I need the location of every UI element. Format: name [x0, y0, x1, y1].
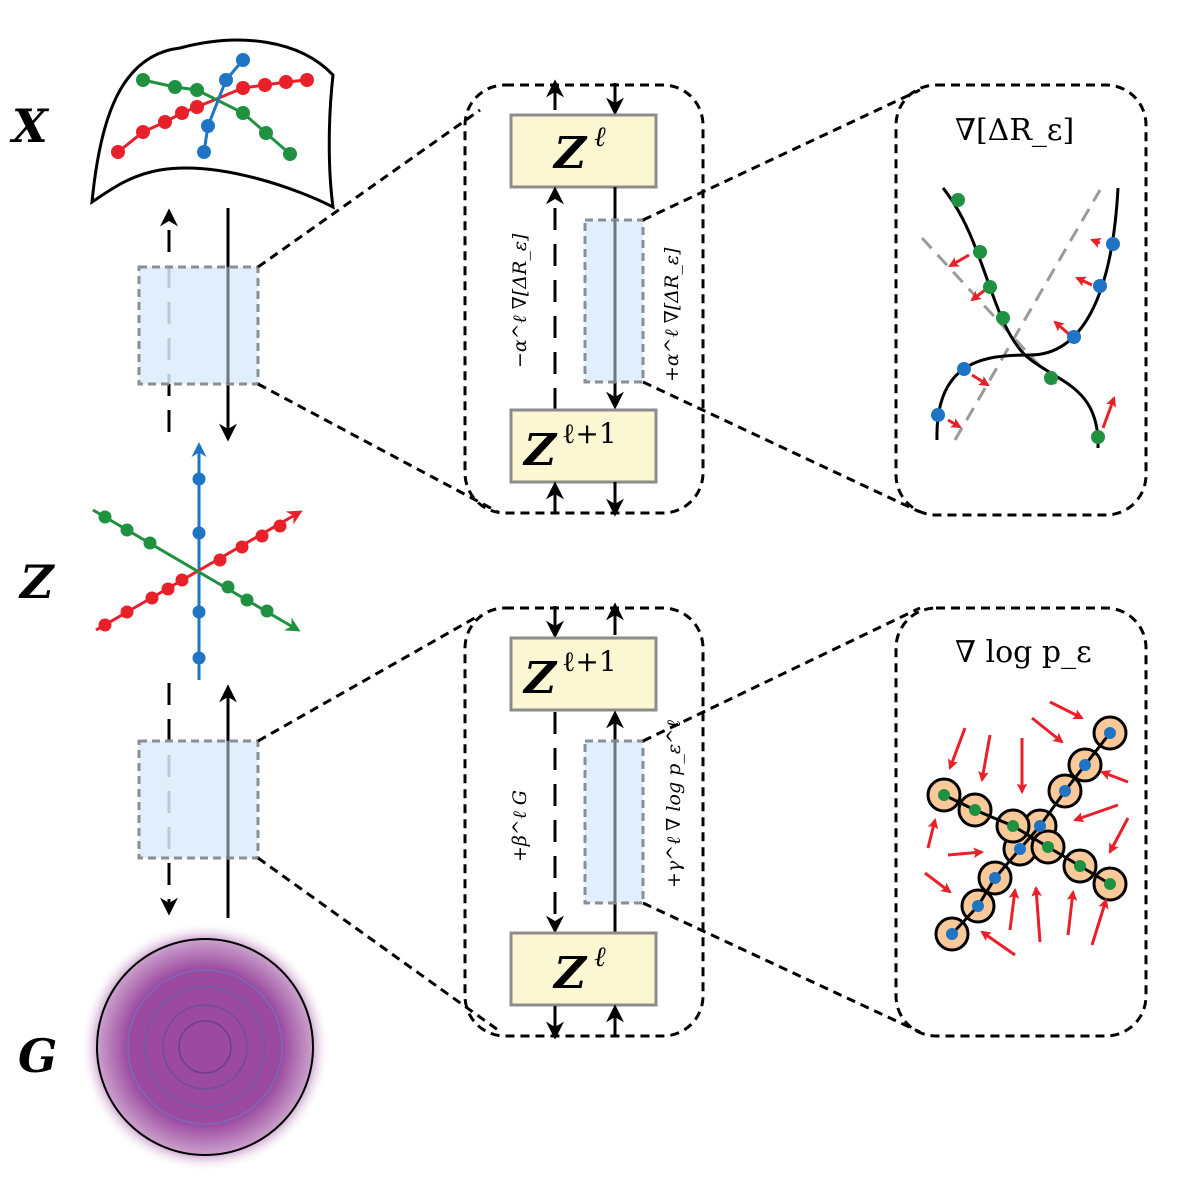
score-arrows — [924, 700, 1130, 957]
score-arrow — [1066, 889, 1078, 936]
score-arrow — [1108, 817, 1130, 854]
z-ell-base-lower: Z — [552, 948, 588, 999]
z-ell-plus-1-box-lower — [509, 636, 658, 712]
bead-center — [938, 789, 950, 801]
annotation-plus-beta-g: +β^ℓ G — [509, 790, 531, 862]
annotation-plus-alpha-grad: +α^ℓ ∇[ΔR_ε] — [661, 247, 683, 382]
z-ell-plus-1-sup: ℓ+1 — [562, 417, 617, 450]
zoom-region-upper — [137, 265, 260, 386]
z-ell-plus-1-base: Z — [522, 425, 558, 476]
zoom-connectors-right — [642, 88, 921, 1034]
z-ell-plus-1-base-lower: Z — [522, 653, 558, 704]
score-arrow — [947, 847, 985, 858]
bead-center — [1034, 820, 1046, 832]
class-blue-samples-x — [197, 53, 250, 159]
annotation-plus-gamma-score: +γ^ℓ ∇ log p_ε^ℓ — [663, 720, 685, 888]
zoom-region-lower — [137, 739, 260, 860]
panel-title-grad-delta-r: ∇[ΔR_ε] — [955, 113, 1074, 148]
annotation-minus-alpha-grad: −α^ℓ ∇[ΔR_ε] — [509, 233, 531, 368]
z-ell-box-upper — [509, 113, 658, 189]
bead-center — [972, 900, 984, 912]
score-arrow — [1031, 716, 1064, 744]
panel-title-grad-log-p: ∇ log p_ε — [955, 635, 1092, 670]
layer-panel-lower: Z ℓ+1 Z ℓ +β^ℓ G +γ^ℓ ∇ log p_ε^ℓ — [463, 602, 705, 1040]
bead-center — [1042, 841, 1054, 853]
bead-center — [1074, 860, 1086, 872]
bead-center — [1059, 785, 1071, 797]
bead-center — [1104, 727, 1116, 739]
bead-center — [1104, 878, 1116, 890]
layer-panel-upper: Z ℓ Z ℓ+1 −α^ℓ ∇[ΔR_ε] +α^ℓ ∇[ΔR_ε] — [463, 79, 705, 517]
bead-chain — [926, 715, 1128, 952]
z-ell-sup: ℓ — [594, 120, 606, 153]
z-ell-base: Z — [552, 128, 588, 179]
class-red-samples-x — [111, 73, 314, 159]
score-arrow — [1090, 897, 1109, 946]
z-ell-box-lower — [509, 931, 658, 1007]
score-arrow — [948, 727, 967, 770]
zoom-connectors-left — [257, 108, 499, 1032]
score-arrow — [1008, 887, 1020, 931]
bead-center — [946, 928, 958, 940]
bead-center — [989, 872, 1001, 884]
score-arrow — [1073, 803, 1119, 823]
score-arrow — [924, 871, 952, 894]
feature-space-z — [92, 442, 303, 680]
score-arrow — [926, 817, 939, 849]
bead-center — [1014, 843, 1026, 855]
score-arrow — [978, 734, 992, 783]
detail-panel-score: ∇ log p_ε — [894, 606, 1148, 1038]
bead-center — [1079, 759, 1091, 771]
z-ell-plus-1-sup-lower: ℓ+1 — [562, 645, 617, 678]
bead-center — [1007, 820, 1019, 832]
label-g: G — [18, 1029, 57, 1083]
data-manifold-x — [90, 38, 335, 210]
gaussian-g — [80, 922, 330, 1172]
detail-panel-compression: ∇[ΔR_ε] — [894, 83, 1148, 517]
class-green-samples-x — [136, 73, 297, 161]
score-arrow — [1100, 770, 1129, 784]
bead-center — [969, 804, 981, 816]
score-arrow — [980, 930, 1016, 957]
z-ell-plus-1-box-upper — [509, 408, 658, 484]
score-arrow — [1049, 700, 1084, 720]
label-x: X — [9, 99, 50, 153]
label-z: Z — [18, 555, 55, 609]
score-arrow — [1031, 885, 1042, 943]
z-ell-sup-lower: ℓ — [594, 940, 606, 973]
